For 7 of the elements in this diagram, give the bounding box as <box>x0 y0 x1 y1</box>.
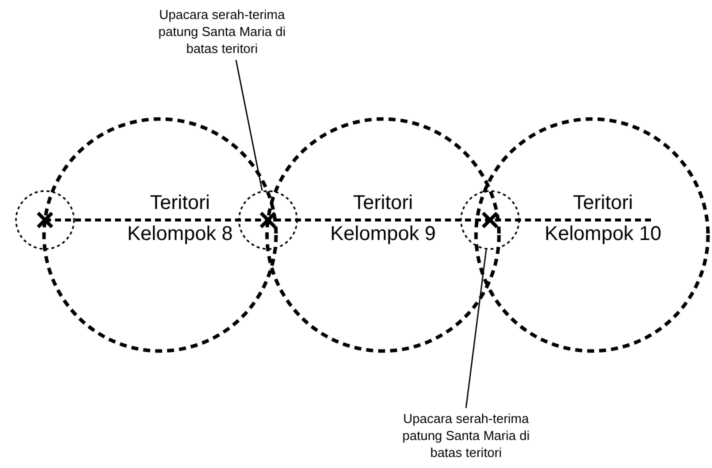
leader-line <box>235 60 263 191</box>
callout-text: Upacara serah-terima patung Santa Maria di batas teritori <box>391 410 541 461</box>
territory-label: Teritori Kelompok 9 <box>329 191 437 247</box>
territory-label: Teritori Kelompok 10 <box>544 191 662 247</box>
callout-text: Upacara serah-terima patung Santa Maria di batas teritori <box>147 6 297 57</box>
territory-label: Teritori Kelompok 8 <box>126 191 234 247</box>
leader-line <box>465 250 487 408</box>
